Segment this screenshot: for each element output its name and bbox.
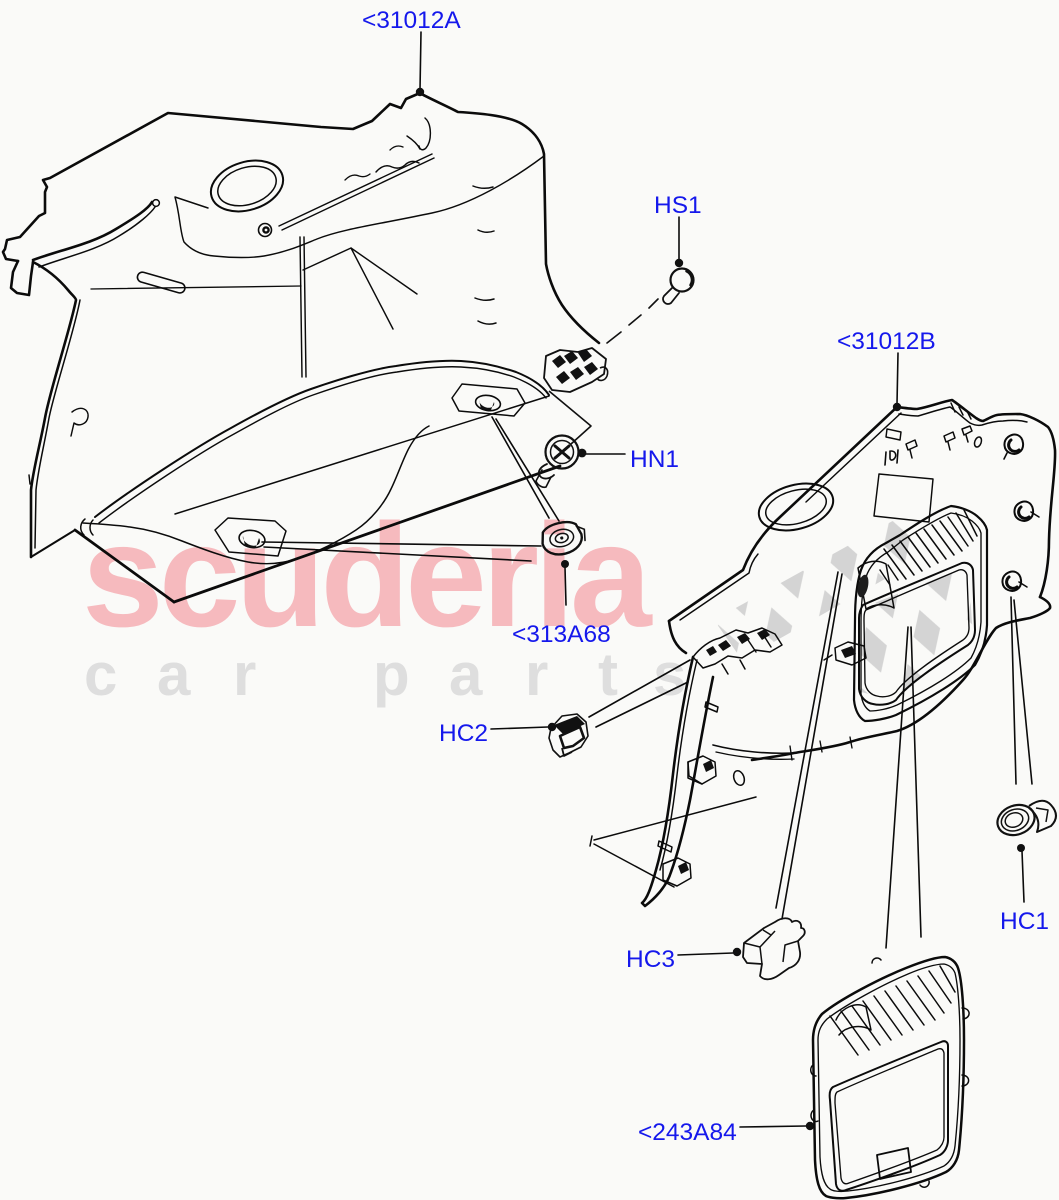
svg-text:HC3: HC3 bbox=[626, 946, 675, 973]
svg-text:HC1: HC1 bbox=[1000, 908, 1049, 935]
svg-text:HC2: HC2 bbox=[439, 720, 488, 747]
svg-text:<31012A: <31012A bbox=[362, 7, 461, 34]
svg-text:a: a bbox=[157, 641, 191, 708]
svg-text:c: c bbox=[84, 641, 117, 708]
svg-text:p: p bbox=[373, 641, 410, 708]
svg-text:HN1: HN1 bbox=[630, 446, 679, 473]
svg-text:<313A68: <313A68 bbox=[512, 621, 611, 648]
svg-text:<243A84: <243A84 bbox=[638, 1119, 737, 1146]
svg-text:t: t bbox=[598, 641, 618, 708]
svg-text:<31012B: <31012B bbox=[837, 328, 936, 355]
svg-text:a: a bbox=[449, 641, 483, 708]
svg-text:r: r bbox=[525, 641, 548, 708]
svg-text:r: r bbox=[233, 641, 256, 708]
svg-text:HS1: HS1 bbox=[654, 192, 702, 219]
